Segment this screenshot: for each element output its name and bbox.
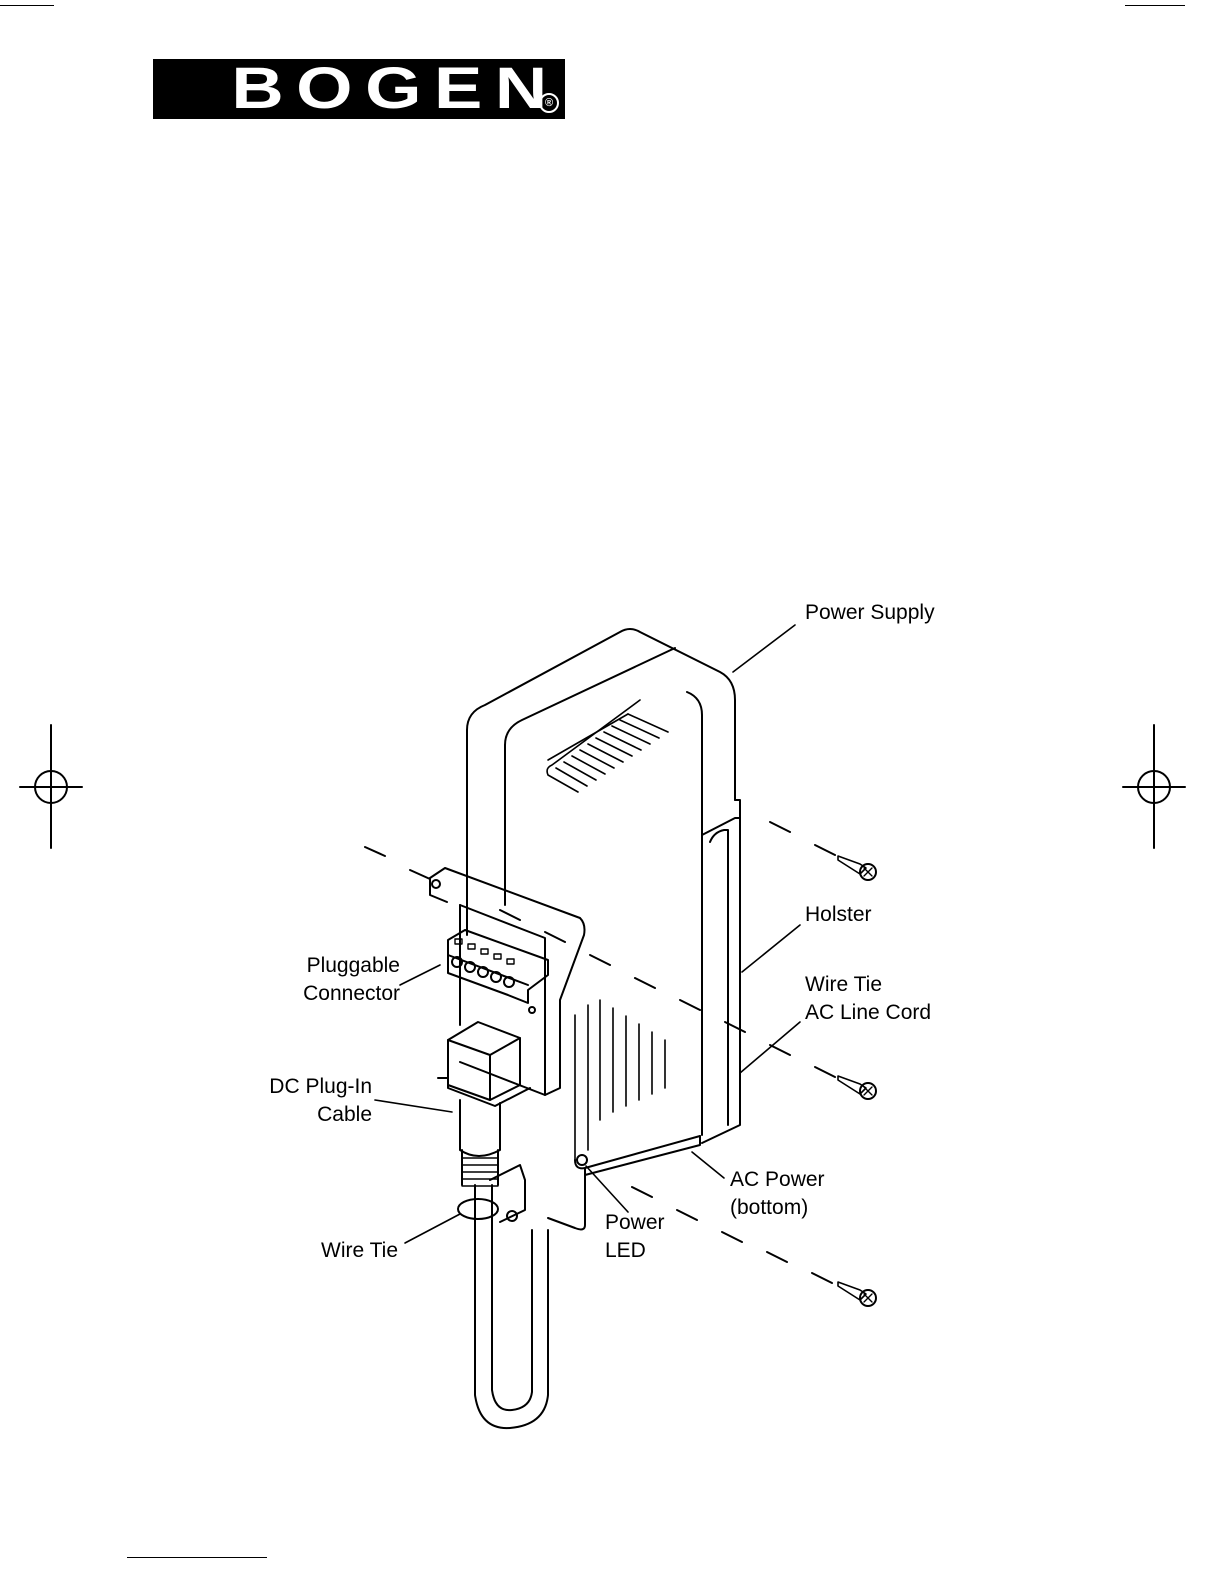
screw-middle bbox=[838, 1076, 876, 1099]
label-wire-tie-ac-line-cord: Wire Tie AC Line Cord bbox=[805, 971, 931, 1027]
dc-plug-in-cable bbox=[438, 1022, 548, 1428]
pluggable-connector bbox=[448, 930, 548, 1003]
connector-bracket bbox=[430, 868, 585, 1095]
holster bbox=[702, 800, 740, 1143]
registration-mark-right bbox=[1123, 725, 1185, 848]
label-power-supply: Power Supply bbox=[805, 599, 935, 627]
label-pluggable-connector: Pluggable Connector bbox=[270, 952, 400, 1008]
label-ac-power-bottom: AC Power (bottom) bbox=[730, 1166, 825, 1222]
registration-mark-left bbox=[20, 725, 82, 848]
label-wire-tie: Wire Tie bbox=[321, 1237, 398, 1265]
label-dc-plug-in-cable: DC Plug-In Cable bbox=[240, 1073, 372, 1129]
screw-top bbox=[838, 856, 876, 880]
screw-bottom bbox=[838, 1282, 876, 1306]
label-power-led: Power LED bbox=[605, 1209, 665, 1265]
power-supply-housing bbox=[467, 629, 735, 1229]
label-holster: Holster bbox=[805, 901, 872, 929]
